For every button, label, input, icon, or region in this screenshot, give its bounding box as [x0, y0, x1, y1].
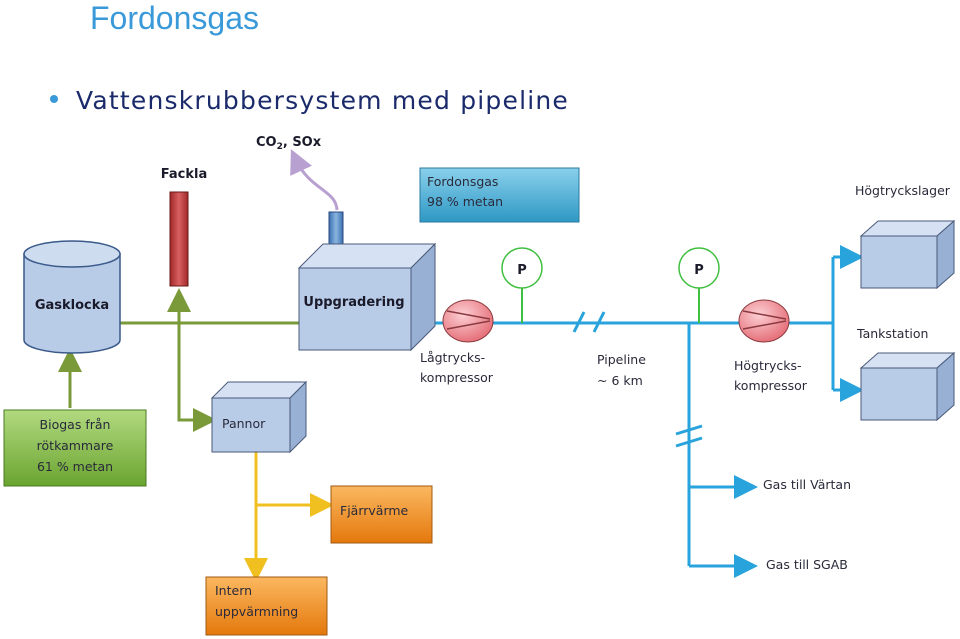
tankstation-label: Tankstation	[856, 326, 928, 341]
biogas-line2: rötkammare	[37, 438, 114, 453]
pannor-box	[210, 380, 308, 454]
fjarrvarme-box	[330, 485, 433, 544]
lagtryck-label-line2: kompressor	[420, 370, 494, 385]
hogtryckslager-label: Högtryckslager	[855, 183, 951, 198]
page-title: Fordonsgas	[90, 0, 259, 36]
uppgradering-box	[297, 242, 437, 352]
fackla-label: Fackla	[161, 167, 207, 182]
tankstation-box	[859, 351, 956, 422]
svg-text:P: P	[694, 263, 704, 278]
page-subtitle: Vattenskrubbersystem med pipeline	[76, 86, 569, 115]
pressure-gauge-1: P	[501, 247, 543, 289]
biogas-line3: 61 % metan	[37, 459, 113, 474]
fordonsgas-line2: 98 % metan	[427, 194, 503, 209]
hogtryck-compressor	[738, 299, 790, 343]
hogtryck-label-line2: kompressor	[734, 378, 808, 393]
hogtryck-label-line1: Högtrycks-	[734, 358, 802, 373]
hogtryckslager-box	[859, 219, 956, 290]
pressure-stems	[521, 286, 700, 323]
pipeline-break-marks	[572, 311, 703, 448]
gasklocka-label: Gasklocka	[35, 298, 109, 313]
fjarrvarme-label: Fjärrvärme	[340, 503, 409, 518]
fordonsgas-box	[419, 167, 580, 223]
sgab-label: Gas till SGAB	[766, 557, 848, 572]
lagtryck-compressor	[442, 299, 494, 343]
svg-text:P: P	[517, 263, 527, 278]
pannor-label: Pannor	[222, 416, 266, 431]
pipeline-label-line1: Pipeline	[597, 352, 646, 367]
intern-box	[205, 576, 328, 636]
biogas-box	[3, 409, 147, 487]
pipeline-label-line2: ~ 6 km	[597, 373, 643, 388]
uppgradering-label: Uppgradering	[303, 295, 404, 310]
lagtryck-label-line1: Lågtrycks-	[420, 350, 485, 365]
fackla-stack	[169, 191, 189, 287]
intern-line1: Intern	[215, 583, 252, 598]
biogas-line1: Biogas från	[40, 417, 111, 432]
pressure-gauge-2: P	[678, 247, 720, 289]
emission-arrow	[290, 149, 339, 211]
emission-label: CO2, SOx	[256, 135, 322, 152]
gasklocka-tank	[23, 240, 121, 354]
intern-line2: uppvärmning	[215, 604, 298, 619]
vartan-label: Gas till Värtan	[763, 477, 851, 492]
bullet-dot	[50, 95, 58, 103]
fordonsgas-line1: Fordonsgas	[427, 174, 498, 189]
yellow-flow-lines	[244, 452, 334, 582]
to-pannor-arrow	[177, 323, 217, 432]
